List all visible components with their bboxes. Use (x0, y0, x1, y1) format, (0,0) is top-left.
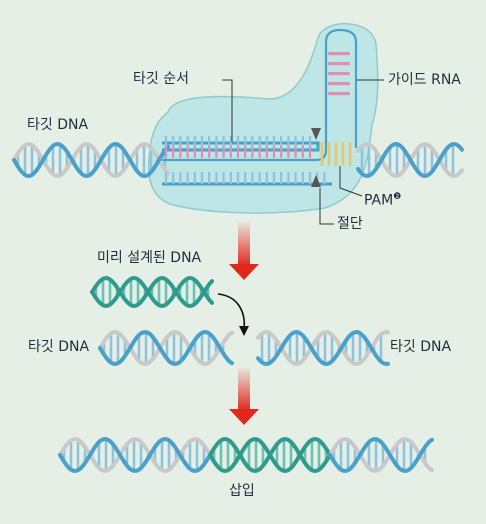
arrow-shaft (238, 368, 250, 411)
guide-rna-stem-base (328, 62, 350, 66)
dna-back-strand (12, 141, 170, 179)
pam-text: PAM (364, 192, 394, 209)
arrow-shaft (238, 222, 250, 266)
cut-marker-bottom (311, 175, 321, 187)
dna-front-strand (58, 437, 212, 473)
dna-back-strand (328, 437, 434, 473)
guide-rna-stem-base (328, 92, 350, 96)
designed-dna-helix (90, 275, 214, 309)
label-insertion: 삽입 (229, 483, 255, 499)
dna-front-strand (12, 141, 170, 179)
dna-back-strand (58, 437, 212, 473)
label-target-dna-top: 타깃 DNA (27, 117, 89, 133)
leader-pam (339, 166, 363, 197)
insert-curve-arrow-head (239, 326, 249, 336)
final-dna-insert (208, 437, 332, 473)
dna-back-strand (256, 329, 390, 367)
label-target-dna-right: 타깃 DNA (390, 339, 452, 355)
final-dna-right (328, 437, 434, 473)
label-guide-rna: 가이드 RNA (388, 72, 461, 88)
label-cut: 절단 (337, 216, 363, 232)
dna-front-strand (328, 437, 434, 473)
target-dna-right-piece (256, 329, 390, 367)
cut-marker-top (311, 128, 321, 140)
label-target-sequence: 타깃 순서 (133, 71, 189, 87)
pam-site (320, 142, 352, 166)
down-arrow-2 (229, 368, 259, 425)
dna-back-strand (90, 275, 214, 309)
leader-target-sequence (222, 79, 233, 142)
dna-strand (162, 141, 320, 152)
guide-rna-stem-base (328, 52, 350, 56)
dna-back-strand (98, 330, 234, 366)
down-arrow-1 (229, 222, 259, 280)
guide-rna-stem-base (328, 72, 350, 76)
leader-lines (222, 79, 384, 225)
target-dna-top-right (356, 141, 464, 179)
arrow-head (229, 264, 259, 280)
label-pam: PAM❷ (364, 193, 401, 208)
dna-front-strand (356, 141, 464, 178)
dna-front-strand (90, 275, 214, 309)
guide-rna-stem-base (328, 82, 350, 86)
dna-front-strand (208, 437, 332, 473)
pam-marker: ❷ (393, 192, 402, 202)
final-dna-left (58, 437, 212, 473)
label-designed-dna: 미리 설계된 DNA (97, 250, 202, 266)
arrow-head (229, 409, 259, 425)
unwound-dna-bottom-strand (162, 172, 332, 186)
dna-front-strand (256, 329, 390, 367)
label-target-dna-left: 타깃 DNA (28, 339, 90, 355)
insert-curve-arrow (217, 293, 246, 331)
target-dna-top-left (12, 141, 170, 179)
leader-cut (319, 188, 334, 225)
cas9-protein (147, 23, 379, 214)
dna-front-strand (98, 330, 234, 366)
target-dna-left-piece (98, 330, 234, 366)
